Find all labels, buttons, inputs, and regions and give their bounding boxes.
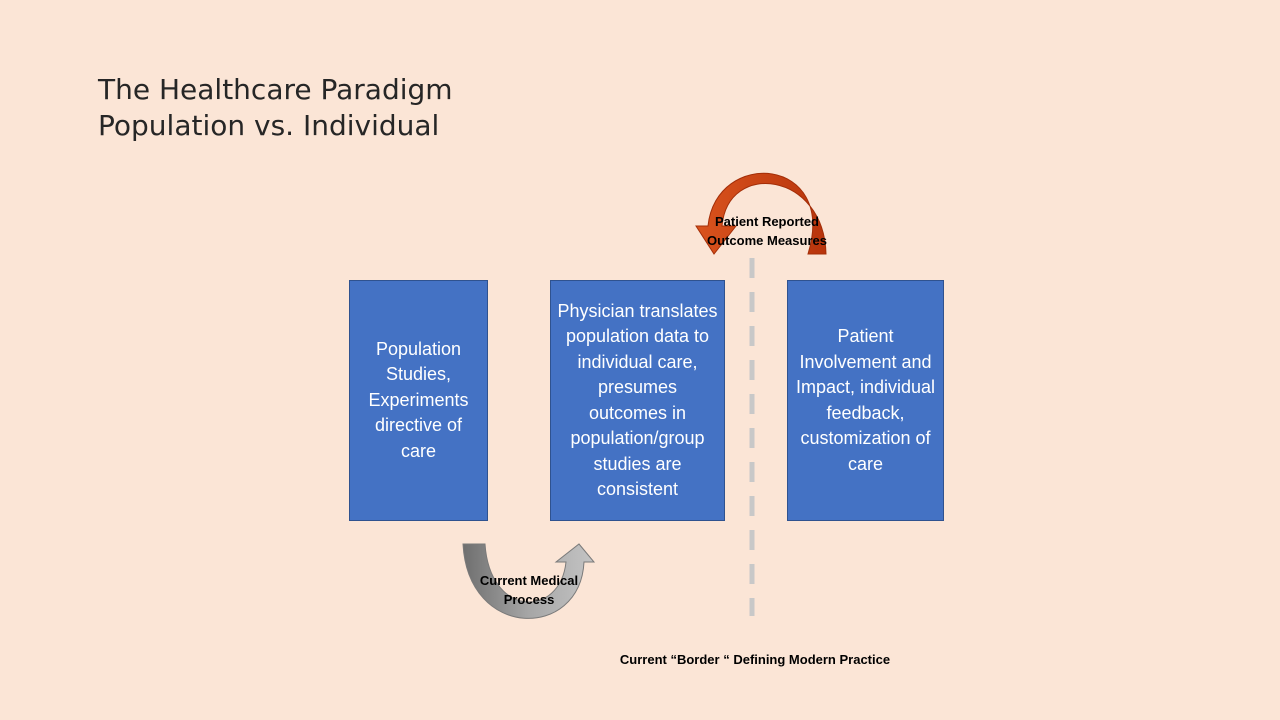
title-line-1: The Healthcare Paradigm [98,73,453,106]
physician-translates-text: Physician translates population data to … [557,300,718,500]
slide-title: The Healthcare Paradigm Population vs. I… [98,72,453,144]
patient-involvement-box: Patient Involvement and Impact, individu… [787,280,944,521]
proms-label: Patient Reported Outcome Measures [707,214,827,248]
proms-feedback-arrow [695,172,827,255]
patient-involvement-text: Patient Involvement and Impact, individu… [795,326,936,474]
population-studies-text: Population Studies, Experiments directiv… [368,338,469,461]
population-studies-box: Population Studies, Experiments directiv… [349,280,488,521]
title-line-2: Population vs. Individual [98,109,440,142]
practice-border-caption: Current “Border “ Defining Modern Practi… [619,652,891,667]
current-medical-process-label: Current Medical Process [479,573,579,607]
physician-translates-box: Physician translates population data to … [550,280,725,521]
current-process-arrow [462,543,596,619]
